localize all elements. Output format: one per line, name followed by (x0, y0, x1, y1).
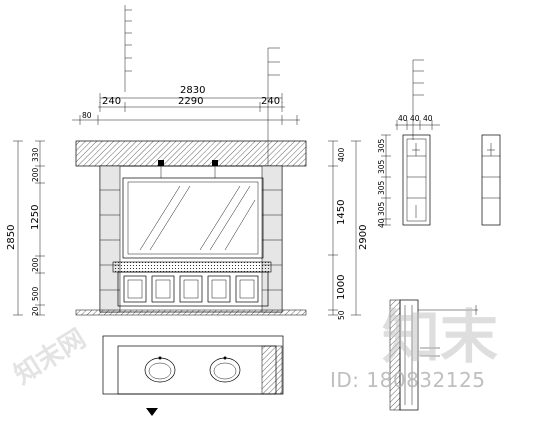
dim-small-top-2: 40 (410, 114, 420, 123)
dim-left-seg-1: 330 (31, 147, 40, 162)
dim-offset-80: 80 (82, 111, 92, 120)
dim-right-240: 240 (261, 96, 280, 107)
dim-right-seg-4: 50 (337, 310, 346, 320)
counter-top (112, 261, 272, 273)
right-dimensions: 400 1450 1000 50 2900 (328, 140, 369, 320)
shelf-detail: 40 40 40 305 305 305 305 40 (377, 114, 501, 228)
dim-total-height: 2850 (6, 225, 17, 250)
dim-small-top-3: 40 (423, 114, 433, 123)
section-detail (389, 299, 478, 411)
dim-small-left-5: 40 (377, 218, 386, 228)
dim-left-seg-2: 200 (31, 167, 40, 182)
leader-notes-left (124, 5, 132, 92)
left-dimensions: 2850 330 200 1250 200 500 20 (6, 140, 45, 316)
ceiling-slab (75, 140, 307, 167)
dim-left-240: 240 (102, 96, 121, 107)
plan-view (102, 335, 284, 416)
mirror (122, 177, 264, 259)
dim-small-left-3: 305 (377, 180, 386, 195)
dim-small-left-1: 305 (377, 138, 386, 153)
dim-left-seg-4: 200 (31, 257, 40, 272)
dim-right-seg-1: 400 (337, 147, 346, 162)
dim-small-left-4: 305 (377, 201, 386, 216)
dim-small-left-2: 305 (377, 159, 386, 174)
dim-right-seg-3: 1000 (336, 275, 347, 300)
dim-left-seg-5: 500 (31, 286, 40, 301)
vanity-cabinets (117, 271, 269, 307)
watermark-logo: 知末 (382, 303, 499, 371)
top-dimensions: 2830 240 2290 240 80 (72, 85, 300, 125)
dim-left-seg-6: 20 (31, 306, 40, 316)
watermark-id: ID: 180832125 (330, 368, 486, 392)
dim-mid-2290: 2290 (178, 96, 203, 107)
dim-small-top-1: 40 (398, 114, 408, 123)
leader-notes-right (412, 59, 424, 140)
wall-elevation (99, 160, 283, 313)
dim-left-seg-3: 1250 (30, 205, 41, 230)
dim-total-width: 2830 (180, 85, 205, 96)
floor-slab (75, 309, 307, 316)
dim-right-seg-2: 1450 (336, 200, 347, 225)
dim-right-total: 2900 (358, 225, 369, 250)
north-arrow-icon (146, 408, 158, 416)
